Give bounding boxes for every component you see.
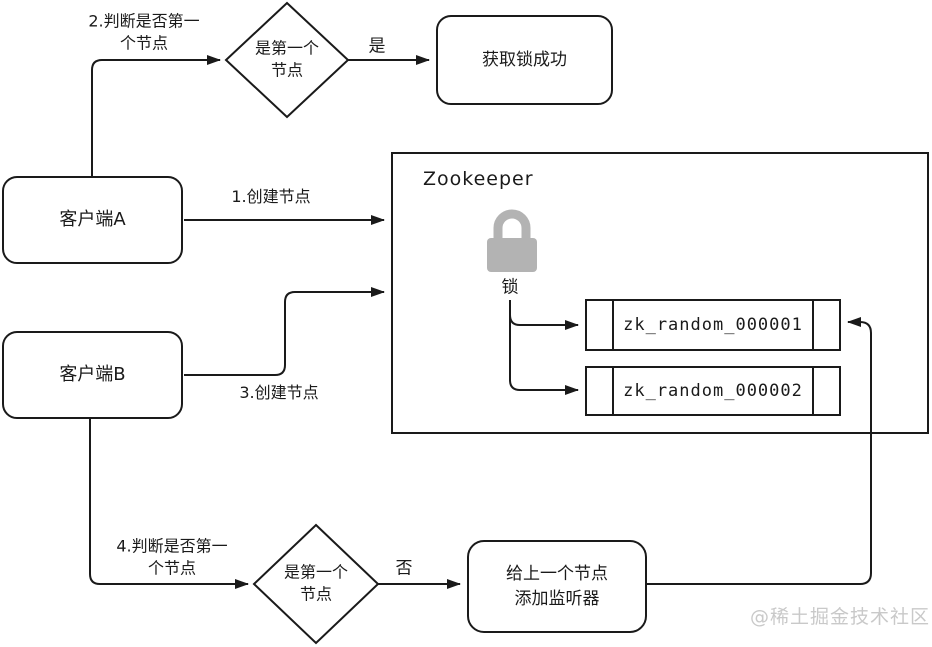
- listener-box: 给上一个节点 添加监听器: [467, 540, 647, 633]
- lock-label: 锁: [501, 277, 519, 298]
- edge-listener-to-node1: [647, 317, 872, 585]
- zookeeper-title: Zookeeper: [423, 168, 534, 190]
- edge-label-yes: 是: [368, 36, 386, 57]
- edge-label-step1: 1.创建节点: [231, 187, 311, 207]
- decision-diamond-bottom: [252, 523, 380, 645]
- node-divider: [812, 368, 814, 414]
- edge-step3: [184, 287, 385, 376]
- edge-step4: [89, 419, 249, 589]
- node-divider: [812, 301, 814, 349]
- edge-label-no: 否: [395, 558, 413, 579]
- watermark: @稀土掘金技术社区: [750, 606, 931, 628]
- decision-top-label: 是第一个 节点: [254, 38, 320, 80]
- lock-icon: [487, 209, 537, 272]
- client-a-box: 客户端A: [2, 176, 183, 264]
- zk-node-1-label: zk_random_000001: [623, 315, 803, 335]
- edge-label-step2: 2.判断是否第一 个节点: [88, 11, 200, 52]
- edge-label-step4: 4.判断是否第一 个节点: [116, 536, 228, 577]
- client-b-box: 客户端B: [2, 331, 183, 419]
- node-divider: [612, 368, 614, 414]
- node-divider: [612, 301, 614, 349]
- zk-node-2-label: zk_random_000002: [623, 381, 803, 401]
- zk-node-1: zk_random_000001: [585, 299, 841, 351]
- zookeeper-container: [391, 152, 929, 434]
- zk-node-2: zk_random_000002: [585, 366, 841, 416]
- edge-step2: [91, 55, 221, 176]
- success-box: 获取锁成功: [436, 15, 613, 105]
- edge-label-step3: 3.创建节点: [239, 383, 319, 403]
- decision-diamond-top: [224, 1, 350, 119]
- decision-bottom-label: 是第一个 节点: [283, 562, 349, 604]
- edge-lock-node2: [509, 300, 579, 395]
